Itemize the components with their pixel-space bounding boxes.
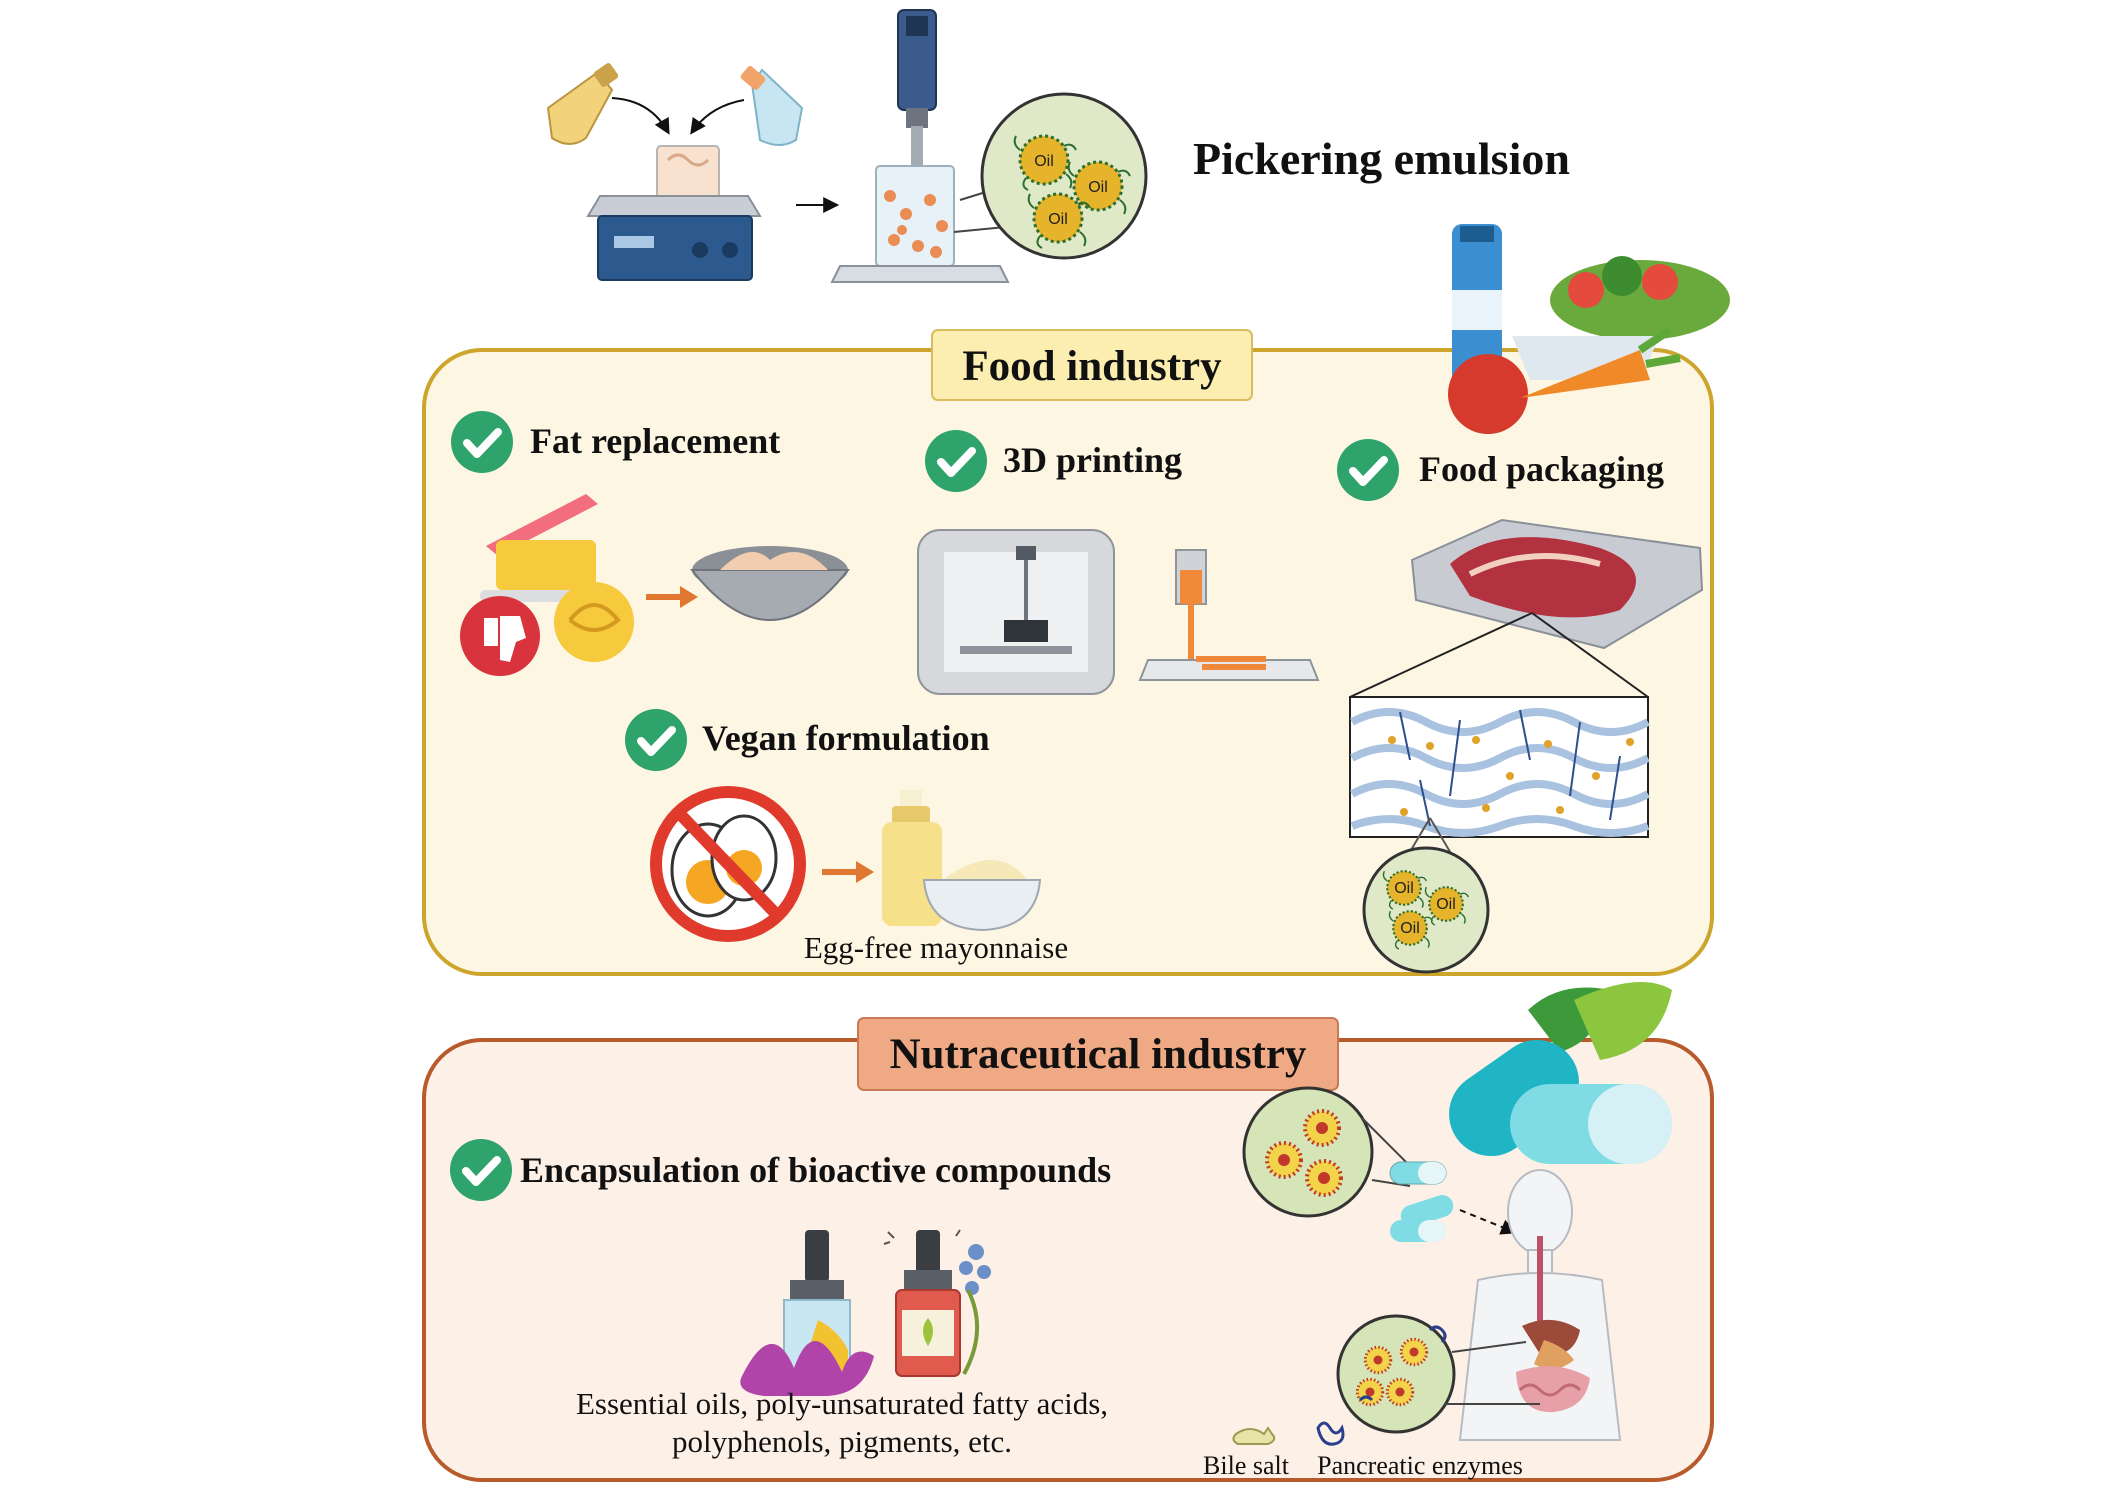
mayo-caption: Egg-free mayonnaise bbox=[804, 930, 1068, 965]
3d-printing-label: 3D printing bbox=[1003, 440, 1182, 480]
mayo-bowl-icon bbox=[689, 546, 851, 621]
preparation-scene: Oil Oil Oil Pickering emulsion bbox=[546, 9, 1570, 283]
butter-icon bbox=[480, 494, 634, 662]
packaging-zoom: Oil Oil Oil bbox=[1349, 612, 1650, 974]
water-flask-icon bbox=[740, 66, 804, 146]
check-icon bbox=[451, 411, 513, 473]
digestion-zoom bbox=[1336, 1314, 1540, 1434]
nutra-header-box bbox=[857, 1017, 1339, 1091]
vegan-mayo-icon bbox=[882, 790, 1042, 932]
no-egg-icon bbox=[650, 786, 806, 942]
pickering-droplet-zoom: Oil Oil Oil bbox=[953, 92, 1148, 260]
3d-printer-icon bbox=[917, 529, 1115, 695]
bile-salt-icon bbox=[1232, 1426, 1276, 1445]
food-packaging-label: Food packaging bbox=[1419, 449, 1664, 489]
oil-label: Oil bbox=[1048, 211, 1068, 228]
fat-replacement-label: Fat replacement bbox=[530, 421, 780, 461]
meat-tray-icon bbox=[1410, 518, 1704, 650]
oil-label: Oil bbox=[1400, 920, 1420, 937]
food-industry-panel: Food industry Fat replacement bbox=[422, 224, 1730, 976]
food-header-box bbox=[931, 329, 1253, 401]
oil-label: Oil bbox=[1034, 153, 1054, 170]
pancreatic-enzymes-label: Pancreatic enzymes bbox=[1317, 1451, 1523, 1480]
compounds-line-1: Essential oils, poly-unsaturated fatty a… bbox=[576, 1386, 1108, 1421]
oil-label: Oil bbox=[1088, 179, 1108, 196]
check-icon bbox=[1337, 439, 1399, 501]
page-title: Pickering emulsion bbox=[1193, 133, 1570, 184]
homogenizer-icon bbox=[830, 9, 1010, 283]
bile-salt-label: Bile salt bbox=[1203, 1451, 1290, 1480]
check-icon bbox=[625, 709, 687, 771]
nutraceutical-panel: Nutraceutical industry Encapsulation of … bbox=[422, 982, 1714, 1482]
pour-arrow-left bbox=[611, 97, 670, 135]
extruder-icon bbox=[1138, 549, 1320, 681]
nutra-header: Nutraceutical industry bbox=[890, 1031, 1307, 1078]
food-header: Food industry bbox=[962, 343, 1222, 390]
food-basket-icon bbox=[1448, 224, 1730, 434]
pour-arrow-right bbox=[690, 99, 745, 135]
check-icon bbox=[925, 430, 987, 492]
oil-label: Oil bbox=[1394, 880, 1414, 897]
capsule-zoom bbox=[1242, 1086, 1517, 1242]
essential-oil-bottle-icon bbox=[740, 1230, 874, 1396]
encapsulation-label: Encapsulation of bioactive compounds bbox=[520, 1150, 1111, 1190]
hotplate-stirrer-icon bbox=[586, 195, 762, 281]
pancreatic-enzyme-icon bbox=[1316, 1421, 1345, 1446]
oil-flask-icon bbox=[546, 63, 619, 145]
compounds-line-2: polyphenols, pigments, etc. bbox=[672, 1424, 1012, 1459]
capsule-leaf-icon bbox=[1449, 982, 1672, 1164]
human-body-icon bbox=[1458, 1169, 1622, 1441]
dropper-bottle-icon bbox=[883, 1229, 991, 1377]
thumbs-down-icon bbox=[460, 596, 540, 676]
vegan-formulation-label: Vegan formulation bbox=[702, 718, 990, 758]
oil-label: Oil bbox=[1436, 896, 1456, 913]
check-icon bbox=[450, 1139, 512, 1201]
